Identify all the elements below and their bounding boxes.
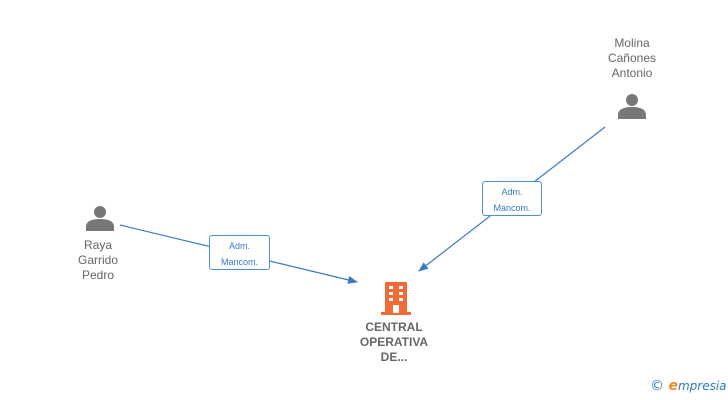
person-icon[interactable] (86, 206, 114, 231)
brand-initial: e (668, 378, 678, 394)
company-name-line: OPERATIVA (359, 335, 429, 349)
company-name-line: DE... (380, 350, 408, 364)
company-name-line: CENTRAL (365, 320, 423, 334)
name-line: Garrido (77, 253, 118, 267)
company-label[interactable]: CENTRAL OPERATIVA DE... (334, 320, 454, 365)
empresia-watermark[interactable]: © empresia (650, 378, 727, 394)
relation-label-raya[interactable]: Adm. Mancom. (209, 235, 270, 270)
person-icon[interactable] (618, 94, 646, 119)
person-label-molina[interactable]: Molina Cañones Antonio (582, 36, 682, 81)
name-line: Raya (83, 238, 112, 252)
relation-line: Adm. (501, 187, 523, 197)
copyright-icon: © (650, 378, 664, 394)
brand-text: mpresia (677, 379, 727, 393)
relation-line: Adm. (228, 241, 250, 251)
name-line: Pedro (81, 268, 115, 282)
relation-line: Mancom. (220, 257, 258, 267)
name-line: Molina (614, 36, 650, 50)
person-label-raya[interactable]: Raya Garrido Pedro (48, 238, 148, 283)
relation-label-molina[interactable]: Adm. Mancom. (482, 181, 542, 216)
building-icon[interactable] (381, 282, 411, 315)
name-line: Cañones (607, 51, 657, 65)
name-line: Antonio (611, 66, 653, 80)
relation-line: Mancom. (493, 203, 531, 213)
